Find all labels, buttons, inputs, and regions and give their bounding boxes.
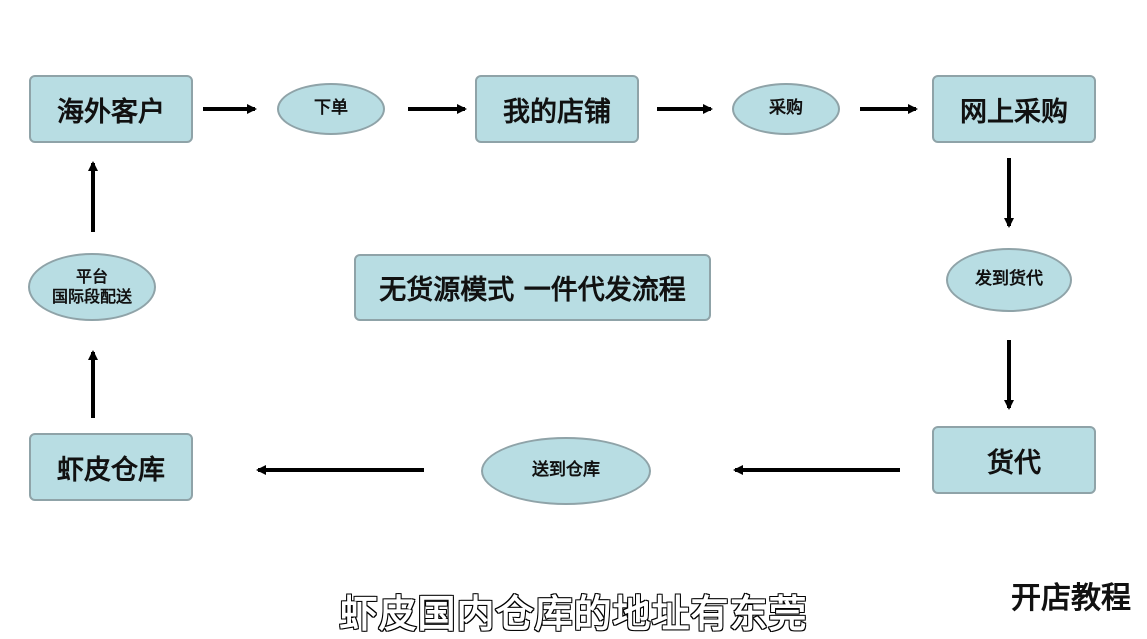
watermark-text: 开店教程 (1011, 581, 1131, 616)
node-forwarder: 货代 (932, 426, 1096, 494)
node-send-to-warehouse: 送到仓库 (481, 437, 651, 505)
node-purchase: 采购 (732, 83, 840, 135)
node-overseas-customer: 海外客户 (29, 75, 193, 143)
node-platform-delivery: 平台 国际段配送 (28, 253, 156, 321)
node-platform-line1: 平台 (75, 267, 108, 286)
node-platform-line2: 国际段配送 (51, 287, 132, 306)
node-my-store: 我的店铺 (475, 75, 639, 143)
node-shopee-warehouse: 虾皮仓库 (29, 433, 193, 501)
diagram-title: 无货源模式 一件代发流程 (354, 254, 711, 321)
node-online-purchase: 网上采购 (932, 75, 1096, 143)
node-ship-to-forwarder: 发到货代 (946, 248, 1072, 312)
node-place-order: 下单 (277, 83, 385, 135)
video-subtitle: 虾皮国内仓库的地址有东莞 (339, 591, 808, 637)
